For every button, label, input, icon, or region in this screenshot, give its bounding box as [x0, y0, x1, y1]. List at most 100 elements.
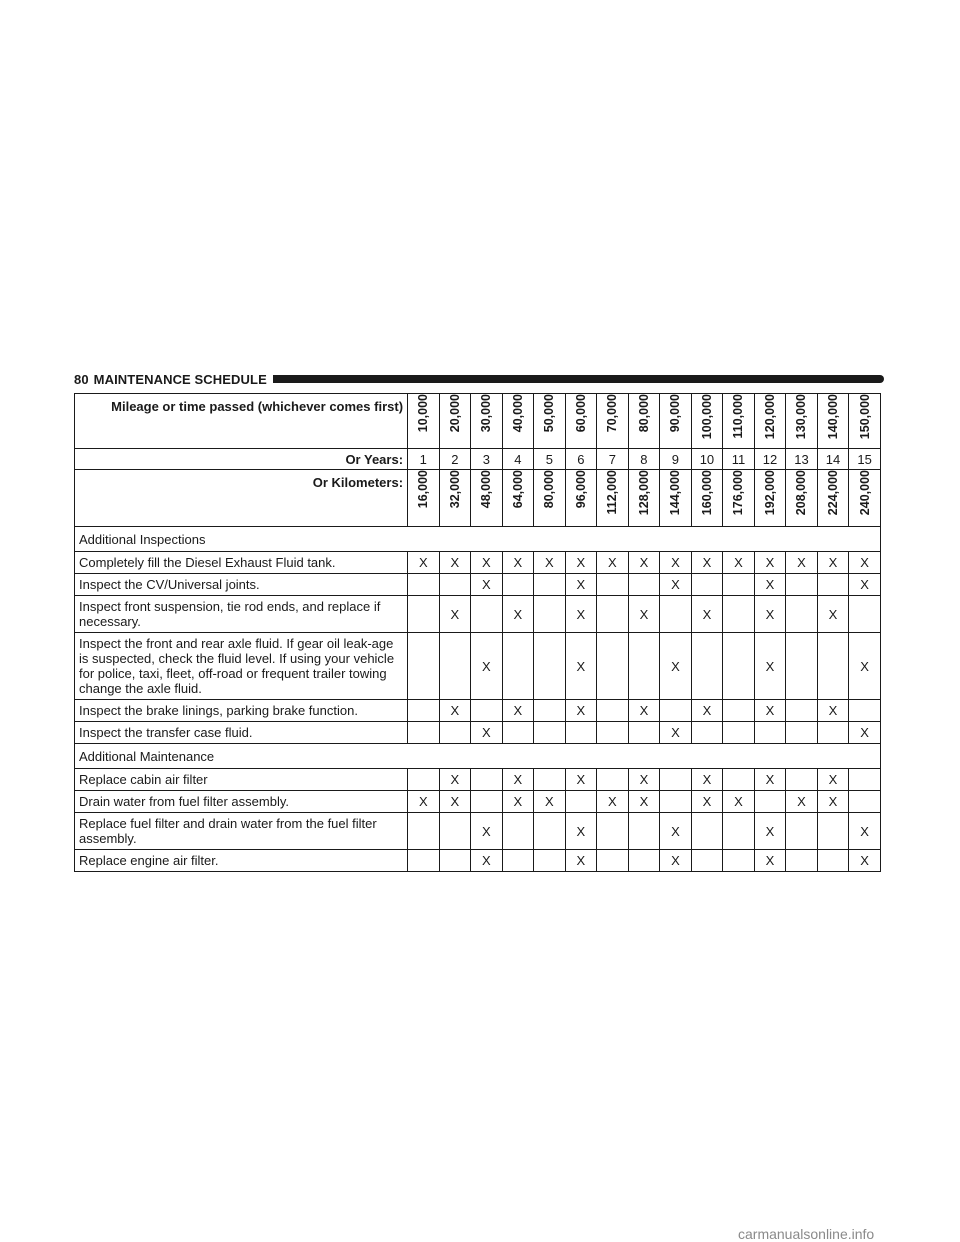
interval-mark — [785, 573, 818, 596]
interval-mark: X — [848, 721, 881, 744]
interval-mark — [785, 699, 818, 722]
interval-mark — [722, 699, 755, 722]
interval-mark — [470, 595, 503, 633]
interval-mark — [722, 721, 755, 744]
interval-mark — [596, 699, 629, 722]
interval-mark: X — [753, 551, 787, 574]
interval-mark: X — [438, 551, 472, 574]
section-row: Additional Inspections — [74, 526, 881, 552]
interval-mark — [627, 721, 661, 744]
mileage-header-cell: 140,000 — [816, 393, 850, 449]
interval-mark: X — [785, 551, 818, 574]
interval-mark — [816, 573, 850, 596]
mileage-value: 140,000 — [825, 394, 840, 440]
year-value: 4 — [501, 448, 535, 470]
interval-mark — [564, 790, 598, 813]
interval-mark — [690, 573, 724, 596]
mileage-value: 80,000 — [636, 394, 651, 433]
interval-mark: X — [753, 849, 787, 872]
year-value: 9 — [659, 448, 692, 470]
header-rule — [272, 375, 884, 383]
interval-mark — [564, 721, 598, 744]
interval-mark: X — [470, 812, 503, 850]
interval-mark — [659, 699, 692, 722]
interval-mark: X — [659, 721, 692, 744]
interval-mark — [627, 849, 661, 872]
interval-mark — [533, 768, 566, 791]
year-value: 13 — [785, 448, 818, 470]
interval-mark: X — [533, 790, 566, 813]
interval-mark: X — [501, 699, 535, 722]
interval-mark — [407, 573, 440, 596]
interval-mark: X — [722, 790, 755, 813]
interval-mark: X — [659, 551, 692, 574]
interval-mark — [533, 812, 566, 850]
table-row: Completely fill the Diesel Exhaust Fluid… — [73, 551, 881, 574]
kilometers-header-cell: 176,000 — [722, 469, 755, 527]
interval-mark: X — [753, 768, 787, 791]
interval-mark — [533, 699, 566, 722]
page-number: 80 — [74, 371, 89, 387]
interval-mark: X — [501, 551, 535, 574]
interval-mark: X — [753, 699, 787, 722]
interval-mark — [690, 849, 724, 872]
year-value: 5 — [533, 448, 566, 470]
kilometers-value: 144,000 — [668, 470, 683, 516]
interval-mark — [407, 699, 440, 722]
year-value: 8 — [627, 448, 661, 470]
year-value: 1 — [407, 448, 440, 470]
kilometers-value: 160,000 — [699, 470, 714, 516]
interval-mark — [596, 573, 629, 596]
year-value: 14 — [816, 448, 850, 470]
mileage-value: 100,000 — [699, 394, 714, 440]
kilometers-value: 64,000 — [510, 470, 525, 509]
interval-mark — [470, 768, 503, 791]
mileage-header-cell: 110,000 — [722, 393, 755, 449]
kilometers-header-cell: 48,000 — [470, 469, 503, 527]
interval-mark — [501, 812, 535, 850]
kilometers-header-cell: 16,000 — [407, 469, 440, 527]
section-title: Additional Inspections — [74, 526, 881, 552]
interval-mark: X — [533, 551, 566, 574]
interval-mark: X — [470, 632, 503, 700]
interval-mark — [533, 721, 566, 744]
mileage-header-cell: 40,000 — [501, 393, 535, 449]
mileage-header-cell: 130,000 — [785, 393, 818, 449]
section-title: MAINTENANCE SCHEDULE — [93, 371, 267, 387]
kilometers-header-cell: 64,000 — [501, 469, 535, 527]
interval-mark: X — [690, 768, 724, 791]
interval-mark — [722, 768, 755, 791]
mileage-header-cell: 80,000 — [627, 393, 661, 449]
kilometers-value: 176,000 — [731, 470, 746, 516]
year-value: 3 — [470, 448, 503, 470]
year-value: 10 — [690, 448, 724, 470]
interval-mark: X — [438, 699, 472, 722]
interval-mark: X — [438, 790, 472, 813]
interval-mark — [722, 812, 755, 850]
mileage-value: 30,000 — [479, 394, 494, 433]
year-value: 2 — [438, 448, 472, 470]
kilometers-header-cell: 192,000 — [753, 469, 787, 527]
interval-mark: X — [438, 768, 472, 791]
interval-mark: X — [627, 595, 661, 633]
mileage-value: 50,000 — [542, 394, 557, 433]
interval-mark: X — [470, 551, 503, 574]
interval-mark — [438, 573, 472, 596]
kilometers-header-cell: 128,000 — [627, 469, 661, 527]
interval-mark — [816, 849, 850, 872]
mileage-header-cell: 100,000 — [690, 393, 724, 449]
mileage-header-cell: 90,000 — [659, 393, 692, 449]
interval-mark — [501, 721, 535, 744]
interval-mark — [785, 812, 818, 850]
kilometers-header-cell: 32,000 — [438, 469, 472, 527]
interval-mark: X — [690, 790, 724, 813]
interval-mark — [596, 812, 629, 850]
mileage-value: 10,000 — [416, 394, 431, 433]
interval-mark: X — [470, 721, 503, 744]
interval-mark: X — [627, 768, 661, 791]
interval-mark — [407, 768, 440, 791]
